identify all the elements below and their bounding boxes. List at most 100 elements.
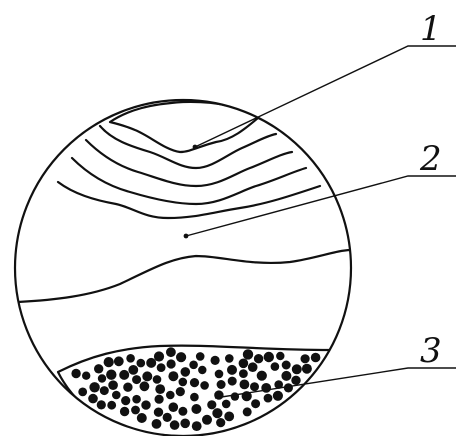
particle-dot <box>82 372 90 380</box>
particle-dot <box>271 362 280 371</box>
layer-1-contours <box>58 102 320 218</box>
particle-dot <box>222 400 231 409</box>
particle-dot <box>152 419 162 429</box>
particle-dot <box>154 408 163 417</box>
particle-dot <box>141 400 150 409</box>
particle-dot <box>276 352 284 360</box>
particle-dot <box>169 402 179 412</box>
particle-dot <box>192 421 202 431</box>
particle-dot <box>166 391 175 400</box>
particle-dot <box>200 381 209 390</box>
particle-dot <box>78 388 87 397</box>
leader-line-1 <box>195 46 456 147</box>
layer-boundary-line <box>18 250 352 302</box>
particle-dot <box>217 380 226 389</box>
particle-dot <box>239 359 249 369</box>
particle-dot <box>181 367 191 377</box>
particle-dot <box>132 375 141 384</box>
particle-dot <box>190 393 199 402</box>
particle-dot <box>104 357 114 367</box>
particle-dot <box>231 392 239 400</box>
particle-dot <box>108 380 118 390</box>
particle-dot <box>224 412 234 422</box>
particle-dot <box>211 356 220 365</box>
particle-dot <box>126 354 135 363</box>
particle-dot <box>179 378 188 387</box>
particle-dot <box>228 377 237 386</box>
particle-dot <box>284 383 293 392</box>
particle-dot <box>215 370 224 379</box>
particle-dot <box>137 413 147 423</box>
particle-dot <box>71 369 80 378</box>
particle-dot <box>167 359 176 368</box>
leader-line-3 <box>215 368 456 398</box>
particle-dot <box>239 369 248 378</box>
particle-dot <box>146 358 156 368</box>
particle-dot <box>128 365 138 375</box>
particle-dot <box>168 371 178 381</box>
particle-dot <box>131 406 140 415</box>
particle-dot <box>198 366 206 374</box>
particle-dot <box>282 361 291 370</box>
particle-dot <box>170 420 180 430</box>
particle-dot <box>292 364 302 374</box>
particle-dot <box>97 400 106 409</box>
particle-dot <box>119 370 129 380</box>
particle-dot <box>216 418 225 427</box>
particle-dot <box>180 419 190 429</box>
particle-dot <box>248 362 258 372</box>
contour-line <box>58 182 320 218</box>
callout-label-1: 1 <box>420 9 442 49</box>
particle-dot <box>243 349 253 359</box>
particle-dot <box>264 352 274 362</box>
particle-dot <box>123 383 132 392</box>
particle-dot <box>311 353 321 363</box>
particle-dot <box>154 351 164 361</box>
particle-dot <box>273 391 283 401</box>
particle-dot <box>254 354 263 363</box>
particle-dot <box>202 415 212 425</box>
particle-dot <box>225 354 234 363</box>
particle-dot <box>121 396 130 405</box>
particle-dot <box>114 356 124 366</box>
particle-dot <box>191 404 201 414</box>
particle-dot <box>157 363 166 372</box>
particle-dot <box>94 364 103 373</box>
particle-dot <box>302 364 312 374</box>
particle-dot <box>196 352 205 361</box>
particle-dot <box>106 370 116 380</box>
particle-dot <box>166 347 176 357</box>
particle-dot <box>132 395 141 404</box>
particle-dot <box>142 371 152 381</box>
leader-line-2 <box>186 176 456 236</box>
particle-dot <box>261 383 271 393</box>
particle-dot <box>212 408 222 418</box>
particle-dot <box>176 352 186 362</box>
particle-dot <box>155 395 164 404</box>
particle-dot <box>155 384 165 394</box>
particle-dot <box>163 413 172 422</box>
particle-dot <box>281 371 291 381</box>
particle-dot <box>178 407 187 416</box>
particle-dot <box>176 387 185 396</box>
particle-dot <box>88 394 98 404</box>
particle-dot <box>190 378 199 387</box>
contour-line <box>72 158 306 204</box>
particle-dot <box>251 399 260 408</box>
particle-dot <box>227 365 237 375</box>
particle-dot <box>207 400 216 409</box>
particle-dot <box>189 361 198 370</box>
particle-dot <box>301 354 310 363</box>
particle-dot <box>137 359 146 368</box>
particle-dot <box>243 407 252 416</box>
contour-line <box>100 126 276 168</box>
contour-line <box>86 140 292 186</box>
particle-dot <box>240 380 250 390</box>
particle-dot <box>140 381 150 391</box>
particle-dot <box>257 371 267 381</box>
callout-label-2: 2 <box>419 139 442 179</box>
particle-dot <box>153 375 162 384</box>
callout-label-3: 3 <box>420 331 442 371</box>
particle-dot <box>89 382 99 392</box>
